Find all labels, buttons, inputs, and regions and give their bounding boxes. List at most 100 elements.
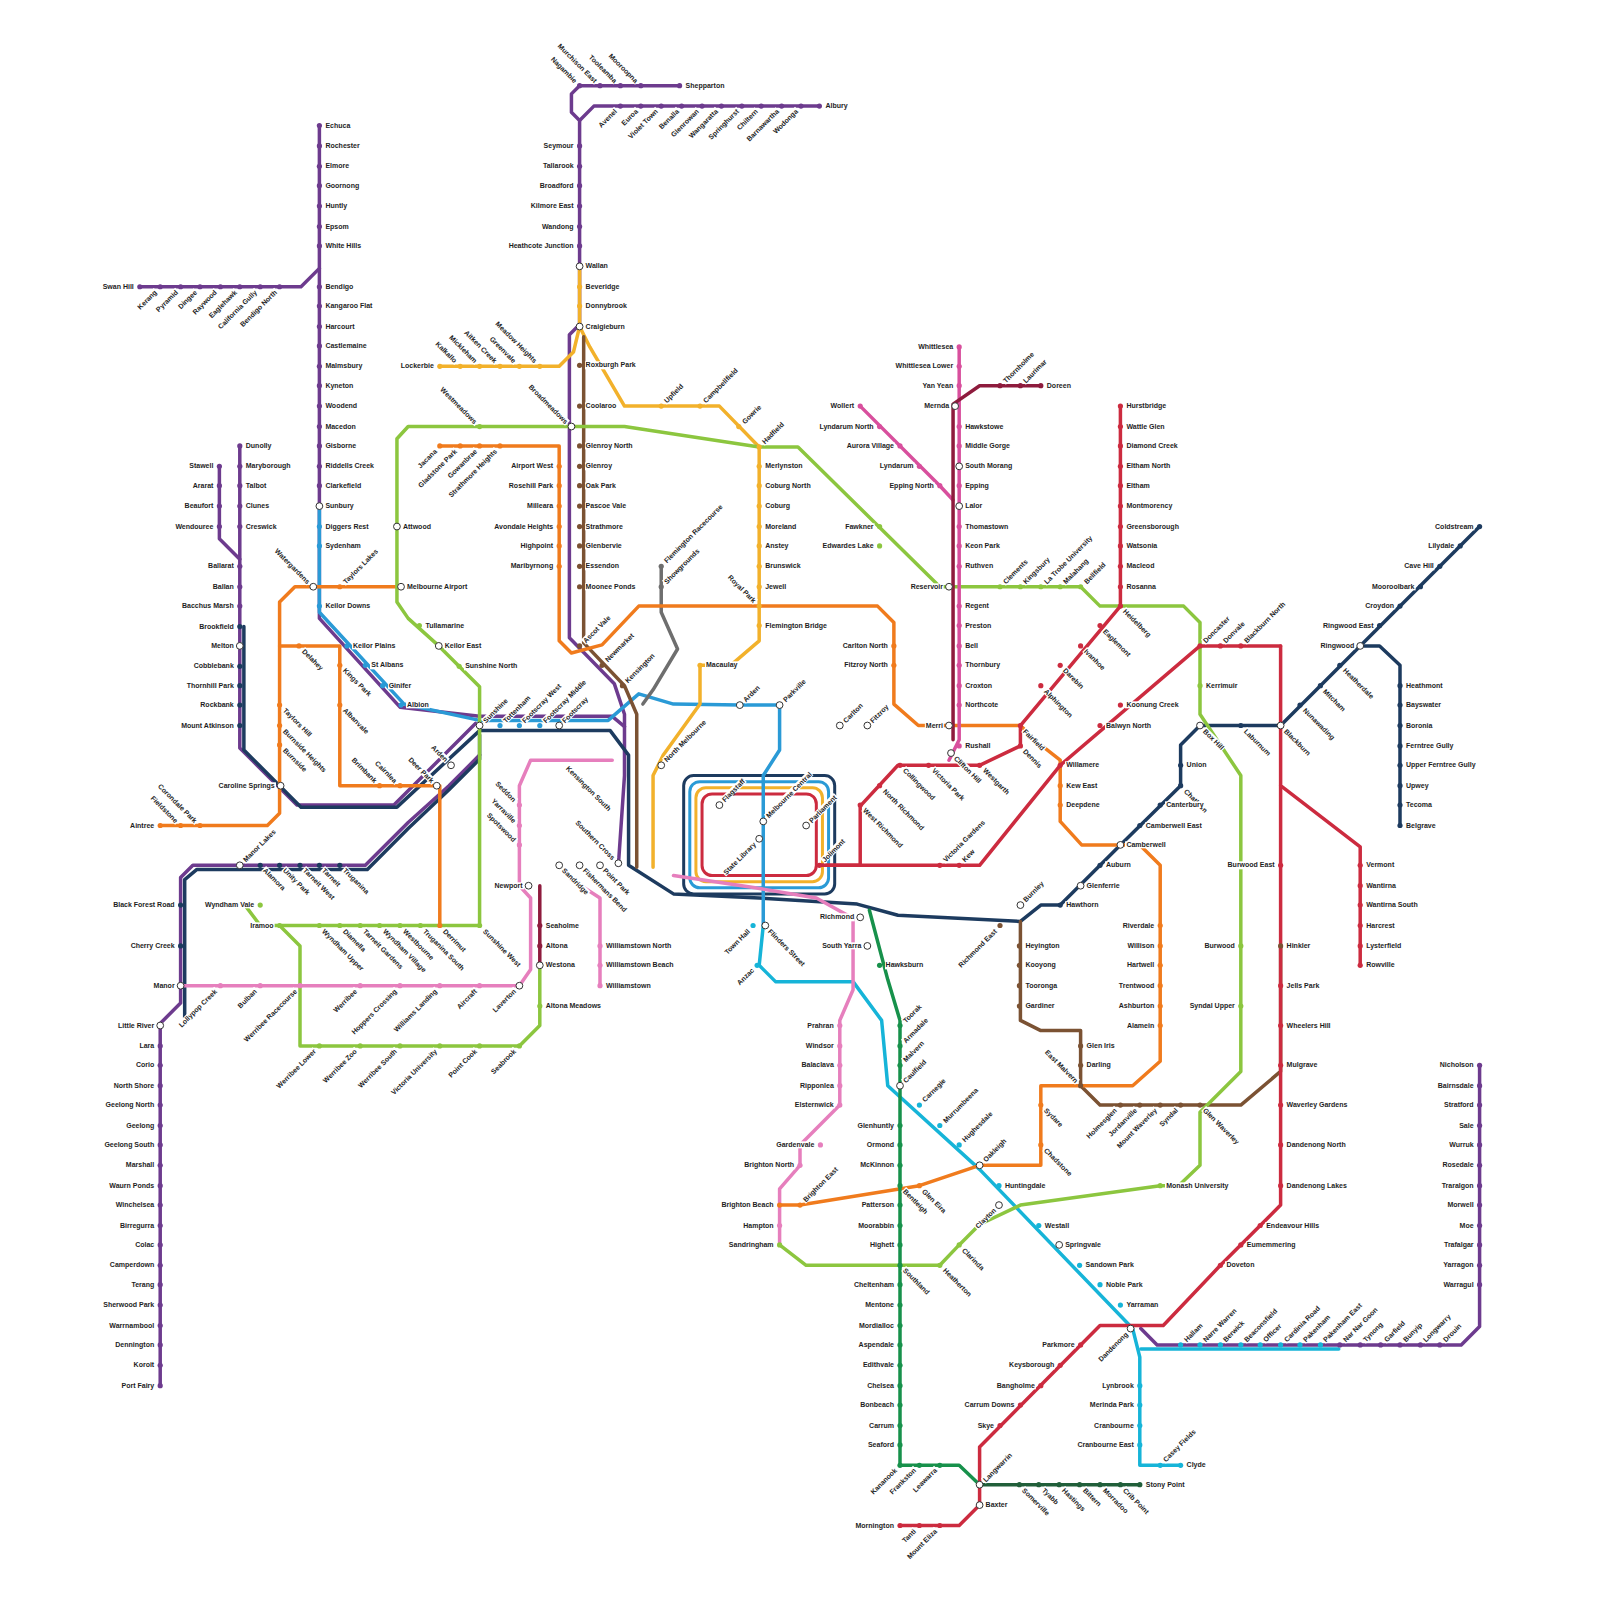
station-dot: [797, 1163, 802, 1168]
station-label: Aircraft: [454, 987, 478, 1011]
rail-line: [240, 446, 476, 805]
station-dot: [891, 663, 896, 668]
station-dot: [897, 1203, 902, 1208]
station-dot: [237, 284, 242, 289]
station-dot: [1158, 923, 1163, 928]
station-label: Carnegie: [920, 1076, 948, 1104]
station-dot: [178, 284, 183, 289]
station-label: Nunawading: [1301, 706, 1337, 742]
station-dot: [957, 383, 962, 388]
station-label: Canterbury: [1165, 801, 1204, 808]
rail-line: [1141, 1347, 1339, 1351]
station-label: Heyington: [1024, 942, 1060, 949]
station-dot: [957, 364, 962, 369]
station-dot: [197, 284, 202, 289]
station-label: Heatherdale: [1341, 666, 1376, 701]
station-dot: [897, 1043, 902, 1048]
station-dot: [1218, 1263, 1223, 1268]
station-label: Anzac: [735, 966, 756, 987]
station-dot: [779, 104, 784, 109]
station-dot: [957, 623, 962, 628]
station-dot: [317, 224, 322, 229]
station-dot: [897, 1383, 902, 1388]
station-label: Werribee South: [356, 1047, 399, 1090]
station-label: Rowville: [1365, 962, 1395, 969]
station-label: Upwey: [1405, 782, 1430, 789]
station-label: Westmeadows: [438, 385, 479, 426]
station-label: Hinkler: [1286, 942, 1312, 949]
station-label: Balaclava: [800, 1062, 834, 1069]
station-dot: [1358, 1342, 1363, 1347]
station-label: Seaford: [867, 1441, 895, 1448]
station-dot: [1418, 1342, 1423, 1347]
rail-line: [819, 406, 1120, 865]
station-label: Kooyong: [1024, 962, 1056, 969]
rail-line: [1141, 1065, 1480, 1345]
station-dot: [277, 703, 282, 708]
station-dot: [757, 543, 762, 548]
station-label: Montmorency: [1125, 502, 1173, 509]
station-label: Greensborough: [1125, 523, 1180, 530]
station-dot: [358, 1043, 363, 1048]
station-dot: [258, 983, 263, 988]
station-dot: [437, 1043, 442, 1048]
station-dot: [1437, 564, 1442, 569]
station-dot: [477, 443, 482, 448]
station-dot: [1278, 1063, 1283, 1068]
station-label: Newmarket: [603, 631, 636, 664]
station-dot: [377, 783, 382, 788]
station-dot: [437, 364, 442, 369]
station-label: Ivanhoe: [1082, 647, 1107, 672]
station-label: Morwell: [1447, 1201, 1475, 1208]
station-label: Burnley: [1021, 879, 1046, 904]
station-label: Attwood: [402, 523, 432, 530]
station-dot: [736, 702, 743, 709]
station-dot: [258, 863, 263, 868]
station-label: Malmsbury: [324, 363, 363, 370]
station-dot: [217, 504, 222, 509]
station-label: Burwood: [1203, 942, 1235, 949]
station-dot: [1018, 743, 1023, 748]
station-dot: [750, 923, 755, 928]
station-dot: [358, 923, 363, 928]
station-dot: [525, 882, 532, 889]
station-dot: [1057, 1482, 1062, 1487]
station-dot: [316, 503, 323, 510]
station-dot: [957, 344, 962, 349]
station-label: Mornington: [855, 1522, 896, 1529]
station-dot: [1477, 1183, 1482, 1188]
station-dot: [1038, 1103, 1043, 1108]
station-label: Wheelers Hill: [1286, 1022, 1332, 1029]
station-dot: [1077, 1482, 1082, 1487]
station-dot: [877, 524, 882, 529]
station-dot: [1318, 1342, 1323, 1347]
station-dot: [217, 464, 222, 469]
station-label: Diggers Rest: [324, 523, 369, 530]
station-dot: [218, 983, 223, 988]
station-label: Coolaroo: [585, 402, 618, 409]
station-dot: [158, 1282, 163, 1287]
station-label: Fitzroy North: [843, 662, 889, 669]
station-label: Upper Ferntree Gully: [1405, 762, 1477, 769]
station-label: Clarkefield: [324, 482, 362, 489]
station-dot: [297, 983, 302, 988]
station-dot: [1397, 743, 1402, 748]
station-dot: [277, 782, 284, 789]
station-dot: [897, 1303, 902, 1308]
station-dot: [858, 404, 863, 409]
station-label: Broadford: [539, 182, 575, 189]
station-dot: [1038, 584, 1043, 589]
station-dot: [897, 1423, 902, 1428]
station-dot: [398, 703, 403, 708]
station-label: Sandown Park: [1085, 1262, 1135, 1269]
station-dot: [577, 183, 582, 188]
station-dot: [317, 443, 322, 448]
station-label: Chelsea: [866, 1382, 895, 1389]
station-label: Casey Fields: [1161, 1427, 1198, 1464]
station-label: Arden: [741, 683, 762, 704]
station-label: Hampton: [742, 1222, 774, 1229]
station-dot: [897, 1223, 902, 1228]
station-label: Wollert: [830, 402, 856, 409]
station-label: Westgarth: [981, 766, 1012, 797]
station-label: Campbellfield: [701, 366, 740, 405]
